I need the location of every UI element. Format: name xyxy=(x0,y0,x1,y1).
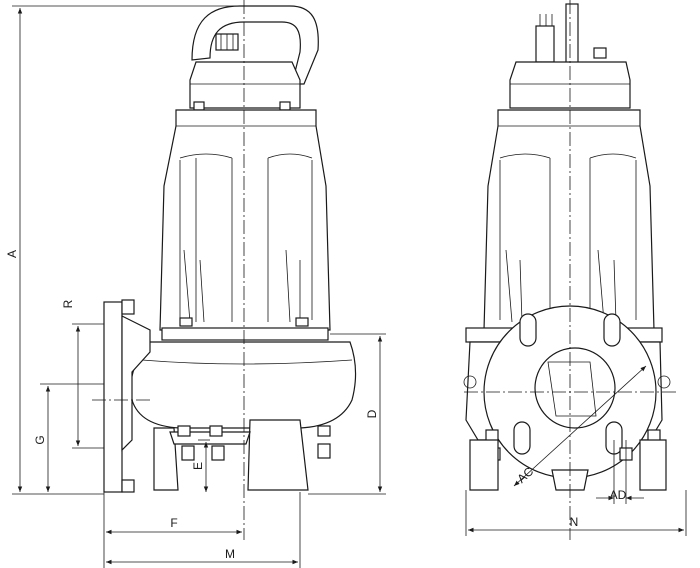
discharge-flange xyxy=(103,301,123,493)
pump-base xyxy=(153,427,179,491)
motor-flange xyxy=(161,327,329,341)
pump-volute xyxy=(130,341,357,429)
dimension-lines xyxy=(12,5,687,568)
label-r: R xyxy=(61,299,75,308)
label-ad: AD xyxy=(610,488,627,502)
lifting-handle xyxy=(191,5,319,85)
label-a: A xyxy=(5,250,19,258)
label-f: F xyxy=(170,516,177,530)
motor-top-cover xyxy=(189,61,301,109)
label-d: D xyxy=(365,409,379,418)
label-m: M xyxy=(225,547,235,561)
lifting-handle-front xyxy=(565,3,579,65)
dimension-labels: A R G E D F M N AC AD xyxy=(5,250,627,561)
side-view xyxy=(92,0,357,540)
pump-feet-front xyxy=(469,439,499,491)
label-g: G xyxy=(33,435,47,444)
label-n: N xyxy=(570,515,579,529)
motor-casing xyxy=(159,109,331,331)
motor-casing-front xyxy=(483,109,655,331)
label-e: E xyxy=(191,462,205,470)
ac-dimension-line xyxy=(513,365,647,487)
front-view xyxy=(463,0,678,540)
